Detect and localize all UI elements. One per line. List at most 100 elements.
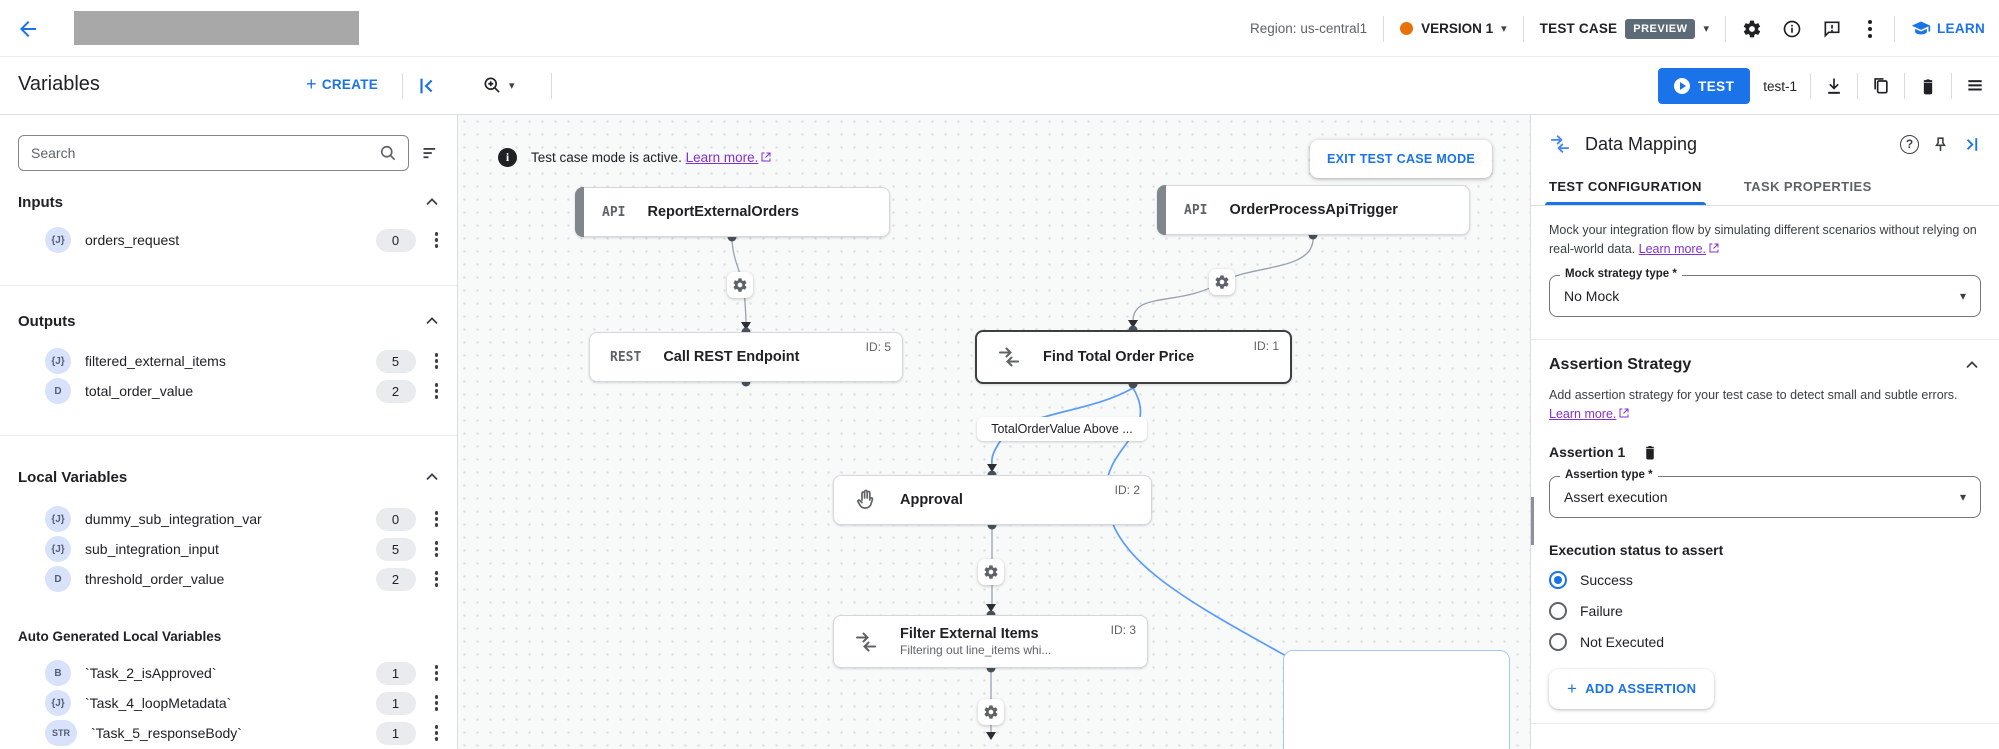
search-input[interactable] — [31, 145, 378, 161]
task-node-find-total-order-price[interactable]: Find Total Order Price ID: 1 — [975, 330, 1292, 384]
radio-option-failure[interactable]: Failure — [1549, 601, 1981, 620]
variable-row[interactable]: {J} filtered_external_items 5 — [18, 346, 441, 376]
zoom-control[interactable]: ▾ — [482, 75, 515, 95]
download-icon[interactable] — [1824, 76, 1844, 96]
task-node-approval[interactable]: Approval ID: 2 — [833, 475, 1152, 525]
type-badge-json: {J} — [45, 536, 71, 562]
variable-row[interactable]: B `Task_2_isApproved` 1 — [18, 658, 441, 688]
variable-row[interactable]: {J} dummy_sub_integration_var 0 — [18, 504, 441, 534]
banner-learn-more-link[interactable]: Learn more. — [685, 150, 759, 165]
variable-row[interactable]: D threshold_order_value 2 — [18, 564, 441, 594]
banner-text: Test case mode is active. — [531, 150, 682, 165]
create-label: CREATE — [321, 76, 379, 92]
variable-row[interactable]: STR `Task_5_responseBody` 1 — [18, 718, 441, 748]
variable-row[interactable]: {J} `Task_4_loopMetadata` 1 — [18, 688, 441, 718]
node-accent-bar — [1157, 185, 1166, 235]
row-menu-icon[interactable] — [432, 538, 442, 560]
learn-link[interactable]: LEARN — [1911, 19, 1985, 39]
task-node-report-external-orders[interactable]: API ReportExternalOrders — [575, 187, 890, 237]
feedback-icon[interactable] — [1822, 19, 1842, 39]
sort-icon[interactable] — [421, 143, 441, 163]
mock-description-text: Mock your integration flow by simulating… — [1549, 223, 1977, 257]
info-icon[interactable] — [1782, 19, 1802, 39]
row-menu-icon[interactable] — [432, 350, 442, 372]
row-menu-icon[interactable] — [432, 722, 442, 744]
node-title: Approval — [900, 492, 963, 508]
row-menu-icon[interactable] — [432, 229, 442, 251]
offscreen-task-node[interactable] — [1283, 650, 1510, 749]
settings-gear-icon[interactable] — [1742, 19, 1762, 39]
section-title: Outputs — [18, 312, 76, 330]
panel-scrollbar[interactable] — [1531, 497, 1534, 545]
node-id: ID: 2 — [1114, 483, 1140, 497]
help-icon[interactable]: ? — [1900, 134, 1919, 154]
chevron-up-icon[interactable] — [423, 312, 441, 330]
delete-icon[interactable] — [1918, 76, 1938, 96]
radio-option-success[interactable]: Success — [1549, 570, 1981, 589]
variable-row[interactable]: {J} sub_integration_input 5 — [18, 534, 441, 564]
row-menu-icon[interactable] — [432, 662, 442, 684]
more-options-icon[interactable] — [1862, 18, 1878, 40]
integration-flow-canvas[interactable]: i Test case mode is active. Learn more. … — [458, 115, 1530, 749]
tab-test-configuration[interactable]: TEST CONFIGURATION — [1545, 169, 1706, 205]
search-field[interactable] — [18, 135, 409, 171]
section-header-inputs: Inputs — [18, 193, 441, 211]
collapse-panel-right-icon[interactable] — [1962, 135, 1981, 154]
section-header-outputs: Outputs — [18, 312, 441, 330]
task-node-filter-external-items[interactable]: Filter External Items Filtering out line… — [833, 615, 1148, 668]
node-accent-bar — [575, 187, 584, 237]
list-view-icon[interactable] — [1965, 76, 1985, 96]
edge-condition-label[interactable]: TotalOrderValue Above ... — [977, 417, 1147, 441]
add-assertion-button[interactable]: + ADD ASSERTION — [1549, 668, 1715, 709]
chevron-up-icon[interactable] — [1963, 356, 1981, 374]
version-dropdown[interactable]: VERSION 1 ▾ — [1400, 21, 1507, 36]
task-node-call-rest-endpoint[interactable]: REST Call REST Endpoint ID: 5 — [589, 332, 903, 382]
radio-button[interactable] — [1549, 601, 1567, 620]
delete-assertion-icon[interactable] — [1641, 443, 1659, 461]
type-badge-json: {J} — [45, 348, 71, 374]
edge-config-gear-icon[interactable] — [727, 272, 753, 298]
top-bar: Region: us-central1 VERSION 1 ▾ TEST CAS… — [0, 0, 1999, 57]
edge-config-gear-icon[interactable] — [978, 559, 1004, 585]
radio-button[interactable] — [1549, 632, 1567, 651]
assertion-strategy-header: Assertion Strategy — [1549, 356, 1981, 374]
panel-title: Data Mapping — [1585, 133, 1698, 154]
variable-row[interactable]: {J} orders_request 0 — [18, 225, 441, 255]
radio-option-not-executed[interactable]: Not Executed — [1549, 632, 1981, 651]
collapse-panel-left-icon[interactable] — [416, 75, 438, 97]
radio-button-selected[interactable] — [1549, 570, 1567, 589]
variable-row[interactable]: D total_order_value 2 — [18, 376, 441, 406]
mock-strategy-select[interactable]: Mock strategy type * No Mock ▾ — [1549, 267, 1981, 317]
row-menu-icon[interactable] — [432, 380, 442, 402]
divider — [1725, 15, 1726, 42]
task-node-order-process-api-trigger[interactable]: API OrderProcessApiTrigger — [1157, 185, 1470, 235]
edge-config-gear-icon[interactable] — [1209, 269, 1235, 295]
test-case-dropdown[interactable]: TEST CASE PREVIEW ▾ — [1540, 18, 1709, 39]
pin-icon[interactable] — [1931, 135, 1950, 154]
chevron-up-icon[interactable] — [423, 193, 441, 211]
test-button-label: TEST — [1698, 78, 1735, 94]
redacted-integration-name — [74, 11, 359, 45]
divider — [0, 285, 457, 286]
row-menu-icon[interactable] — [432, 692, 442, 714]
row-menu-icon[interactable] — [432, 568, 442, 590]
usage-count-pill: 2 — [375, 567, 416, 591]
create-variable-button[interactable]: + CREATE — [306, 75, 378, 93]
hand-approval-icon — [857, 489, 874, 509]
chevron-up-icon[interactable] — [423, 468, 441, 486]
test-button[interactable]: TEST — [1658, 68, 1751, 104]
exit-test-case-mode-button[interactable]: EXIT TEST CASE MODE — [1310, 140, 1492, 178]
row-menu-icon[interactable] — [432, 508, 442, 530]
test-mode-banner: i Test case mode is active. Learn more. — [498, 148, 772, 167]
mock-learn-more-link[interactable]: Learn more. — [1638, 242, 1707, 257]
node-type-label: REST — [610, 349, 642, 365]
data-mapping-icon — [999, 347, 1019, 367]
edge-config-gear-icon[interactable] — [978, 699, 1004, 725]
duplicate-icon[interactable] — [1871, 76, 1891, 96]
assertion-learn-more-link[interactable]: Learn more. — [1549, 407, 1617, 422]
tab-task-properties[interactable]: TASK PROPERTIES — [1743, 179, 1872, 194]
back-arrow-icon[interactable] — [16, 17, 40, 41]
assertion-type-select[interactable]: Assertion type * Assert execution ▾ — [1549, 468, 1981, 518]
divider — [1522, 15, 1524, 42]
divider — [1531, 722, 1999, 724]
